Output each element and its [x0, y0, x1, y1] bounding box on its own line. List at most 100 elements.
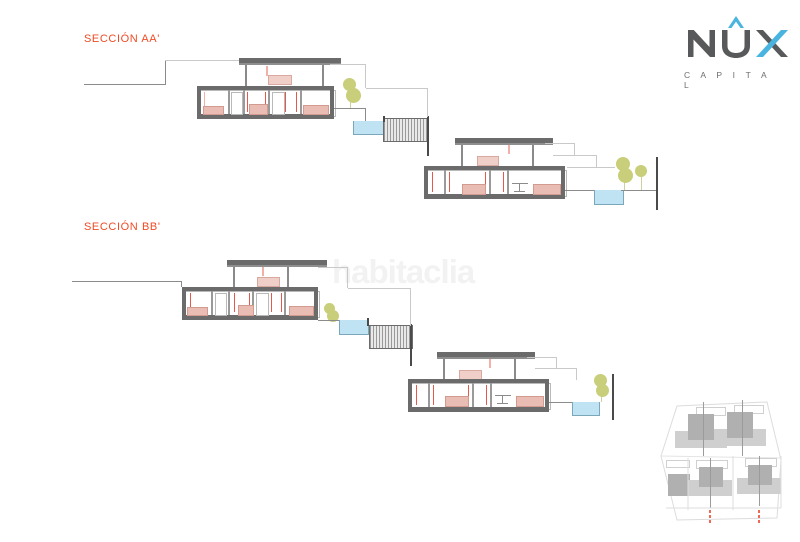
bb-upper-base-slab: [182, 315, 318, 320]
bb-lower-roof-slab: [437, 352, 535, 357]
aa-tree-2: [346, 88, 361, 103]
bb-lower-dining-base: [497, 403, 508, 404]
kp-house-1: [688, 414, 714, 440]
aa-upper-glass-panel-2: [272, 92, 285, 115]
aa-upper-cabinet: [249, 104, 268, 115]
kp-cut-line-1: [703, 402, 704, 456]
aa-terrain-step-1: [366, 88, 428, 89]
aa-upper-roof-slab: [239, 58, 341, 63]
bb-lower-base-slab: [408, 407, 549, 412]
kp-house-4: [699, 467, 723, 487]
key-plan-plot-lines: [666, 456, 782, 510]
aa-upper-rail: [266, 66, 268, 76]
bb-upper-roof-slab: [227, 260, 327, 265]
bb-upper-glass-panel-1: [215, 293, 227, 316]
bb-upper-sofa: [289, 306, 314, 316]
kp-pool-3: [666, 460, 690, 468]
aa-lower-door-jamb-4: [503, 172, 504, 192]
aa-tree-3: [616, 157, 630, 171]
nux-capital-logo: C A P I T A L: [684, 14, 792, 90]
bb-upper-bed: [187, 307, 208, 316]
bb-terrain-step-2: [410, 288, 411, 326]
aa-lower-door-jamb-1: [432, 172, 433, 192]
bb-upper-door-jamb-5: [281, 293, 282, 312]
section-bb-title: SECCIÓN BB': [84, 221, 161, 233]
habitaclia-watermark: habitaclia: [332, 253, 475, 290]
bb-upper-wall-right: [314, 287, 318, 320]
aa-lower-roof-underside: [455, 143, 553, 145]
aa-upper-partition-1: [228, 90, 230, 114]
aa-lower-roof-slab: [455, 138, 553, 143]
bb-upper-partition-2: [228, 291, 230, 315]
bb-lower-partition-3: [490, 383, 492, 407]
aa-lower-dining-table: [512, 183, 528, 184]
bb-lower-column-right: [514, 359, 516, 379]
bb-upper-wall-left: [182, 287, 186, 320]
bb-upper-cabinet: [238, 305, 254, 316]
aa-boundary-wall: [656, 157, 658, 210]
bb-tree-1: [324, 303, 335, 314]
bb-upper-partition-4: [284, 291, 286, 315]
section-aa-title: SECCIÓN AA': [84, 33, 160, 45]
bb-tree-2: [327, 310, 339, 322]
bb-right-pool: [572, 402, 600, 416]
bb-lower-dining-leg: [502, 395, 503, 403]
bb-lower-step-2: [535, 368, 577, 369]
aa-upper-roof-edge-riser: [365, 64, 366, 88]
aa-upper-window-1: [204, 92, 205, 106]
aa-upper-bed: [203, 106, 224, 115]
aa-lower-dining-base: [514, 191, 525, 192]
aa-terrain-step-2: [427, 88, 428, 117]
aa-lower-step-2r: [596, 155, 597, 168]
aa-retaining-wall-riser: [427, 116, 429, 156]
bb-lower-floor-top-slab: [408, 379, 549, 383]
aa-right-pool: [594, 190, 624, 205]
aa-lower-sofa: [533, 184, 561, 195]
aa-lower-step-2: [553, 155, 597, 156]
aa-tree-4: [618, 168, 633, 183]
bb-upper-rail: [262, 267, 264, 276]
bb-upper-roof-edge-riser: [347, 267, 348, 288]
aa-lower-column-right: [532, 145, 534, 166]
aa-lower-column-left: [461, 145, 463, 166]
aa-upper-column-left: [245, 65, 247, 86]
bb-retaining-wall-riser: [410, 324, 412, 366]
aa-lower-door-jamb-3: [485, 172, 486, 192]
aa-lower-partition-1: [444, 170, 446, 194]
terrain-riser-bb: [181, 281, 182, 287]
aa-terrace-line-2: [365, 108, 366, 122]
aa-upper-base-slab: [197, 114, 334, 119]
bb-upper-door-jamb-4: [271, 293, 272, 312]
aa-retaining-wall-top: [383, 116, 385, 122]
kp-cut-line-2: [742, 400, 743, 456]
bb-retaining-stair: [369, 325, 413, 349]
bb-pool-edge: [367, 318, 369, 326]
kp-section-marker-aa: [709, 510, 711, 525]
aa-lower-wall-right: [561, 166, 565, 199]
bb-upper-column-right: [287, 267, 289, 287]
terrain-upper-aa: [165, 60, 251, 61]
bb-lower-door-jamb-4: [486, 385, 487, 405]
bb-lower-door-jamb-3: [468, 385, 469, 405]
aa-terrace-line-1: [334, 108, 366, 109]
aa-upper-column-right: [322, 65, 324, 86]
aa-lower-floor-top-slab: [424, 166, 565, 170]
terrain-line-aa: [84, 84, 166, 85]
bb-lower-column-left: [443, 359, 445, 379]
bb-tree-3: [594, 374, 607, 387]
aa-lower-partition-3: [507, 170, 509, 194]
bb-upper-column-left: [233, 267, 235, 287]
aa-upper-roof-underside: [239, 63, 341, 65]
aa-lower-step-3: [567, 167, 615, 168]
aa-upper-door-jamb-3: [285, 92, 286, 112]
bb-lower-step-2r: [576, 368, 577, 380]
aa-lower-step-1r: [574, 143, 575, 155]
bb-lower-door-jamb-1: [416, 385, 417, 405]
bb-upper-roof-underside: [227, 265, 327, 267]
aa-lower-base-slab: [424, 194, 565, 199]
terrain-riser-aa: [165, 60, 166, 85]
bb-tree-4: [596, 384, 609, 397]
aa-tree-1: [343, 78, 356, 91]
aa-lower-door-jamb-2: [449, 172, 450, 192]
aa-upper-wall-left: [197, 86, 201, 119]
